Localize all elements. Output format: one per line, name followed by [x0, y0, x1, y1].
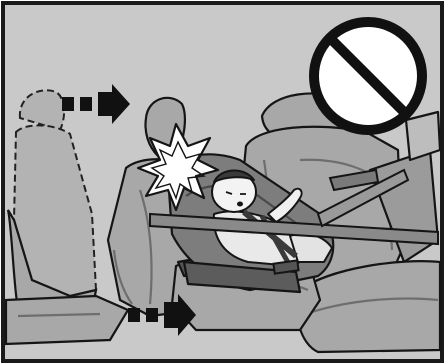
no-sign-icon [314, 22, 422, 130]
